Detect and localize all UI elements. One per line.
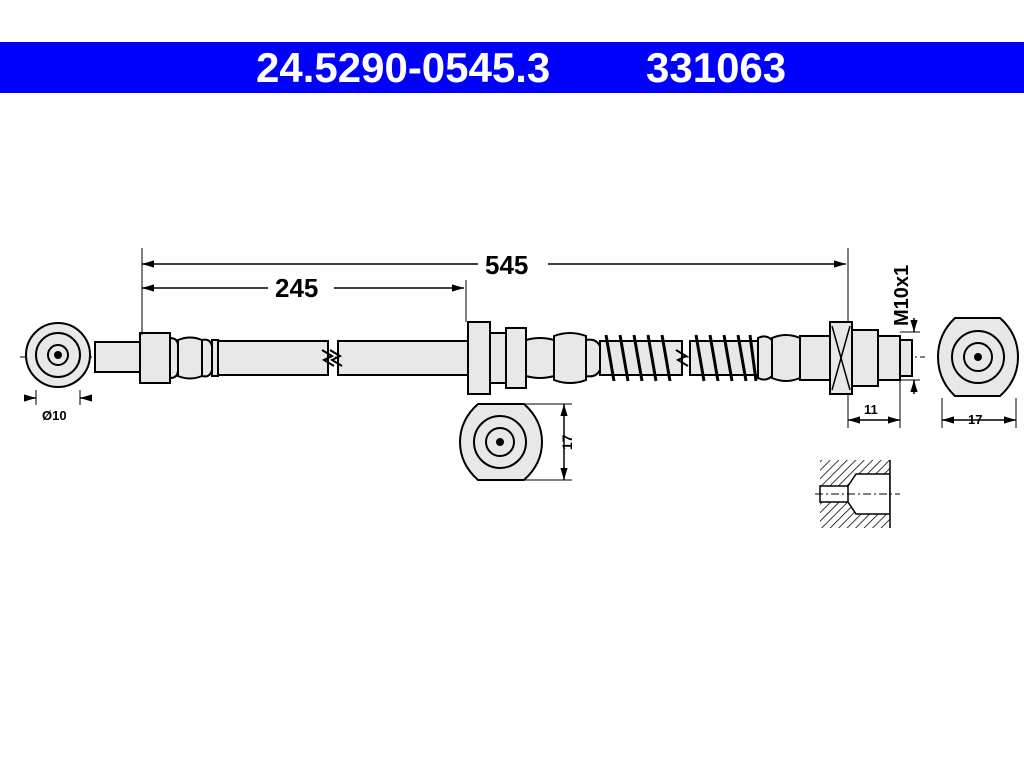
thread-label: M10x1 (891, 265, 913, 326)
sleeve-length-label: 245 (275, 273, 318, 303)
mid-view-hex (458, 403, 544, 481)
reference-number: 331063 (646, 44, 787, 91)
middle-fitting (467, 321, 601, 395)
mid-hex-width-label: 17 (559, 434, 575, 450)
end-view-hex (936, 317, 1020, 397)
part-number: 24.5290-0545.3 (256, 44, 551, 91)
port-section-detail (815, 460, 910, 528)
overall-length-label: 545 (485, 250, 528, 280)
fitting-length-label: 11 (864, 402, 878, 417)
left-crimp-sleeve (139, 332, 219, 384)
right-crimp-sleeve (757, 321, 913, 395)
title-bar: 24.5290-0545.3 331063 (0, 42, 1024, 93)
end-hex-width-label: 17 (968, 412, 982, 427)
banjo-fitting (25, 322, 141, 388)
hose-body (217, 340, 469, 376)
banjo-diameter-label: Ø10 (42, 408, 67, 423)
